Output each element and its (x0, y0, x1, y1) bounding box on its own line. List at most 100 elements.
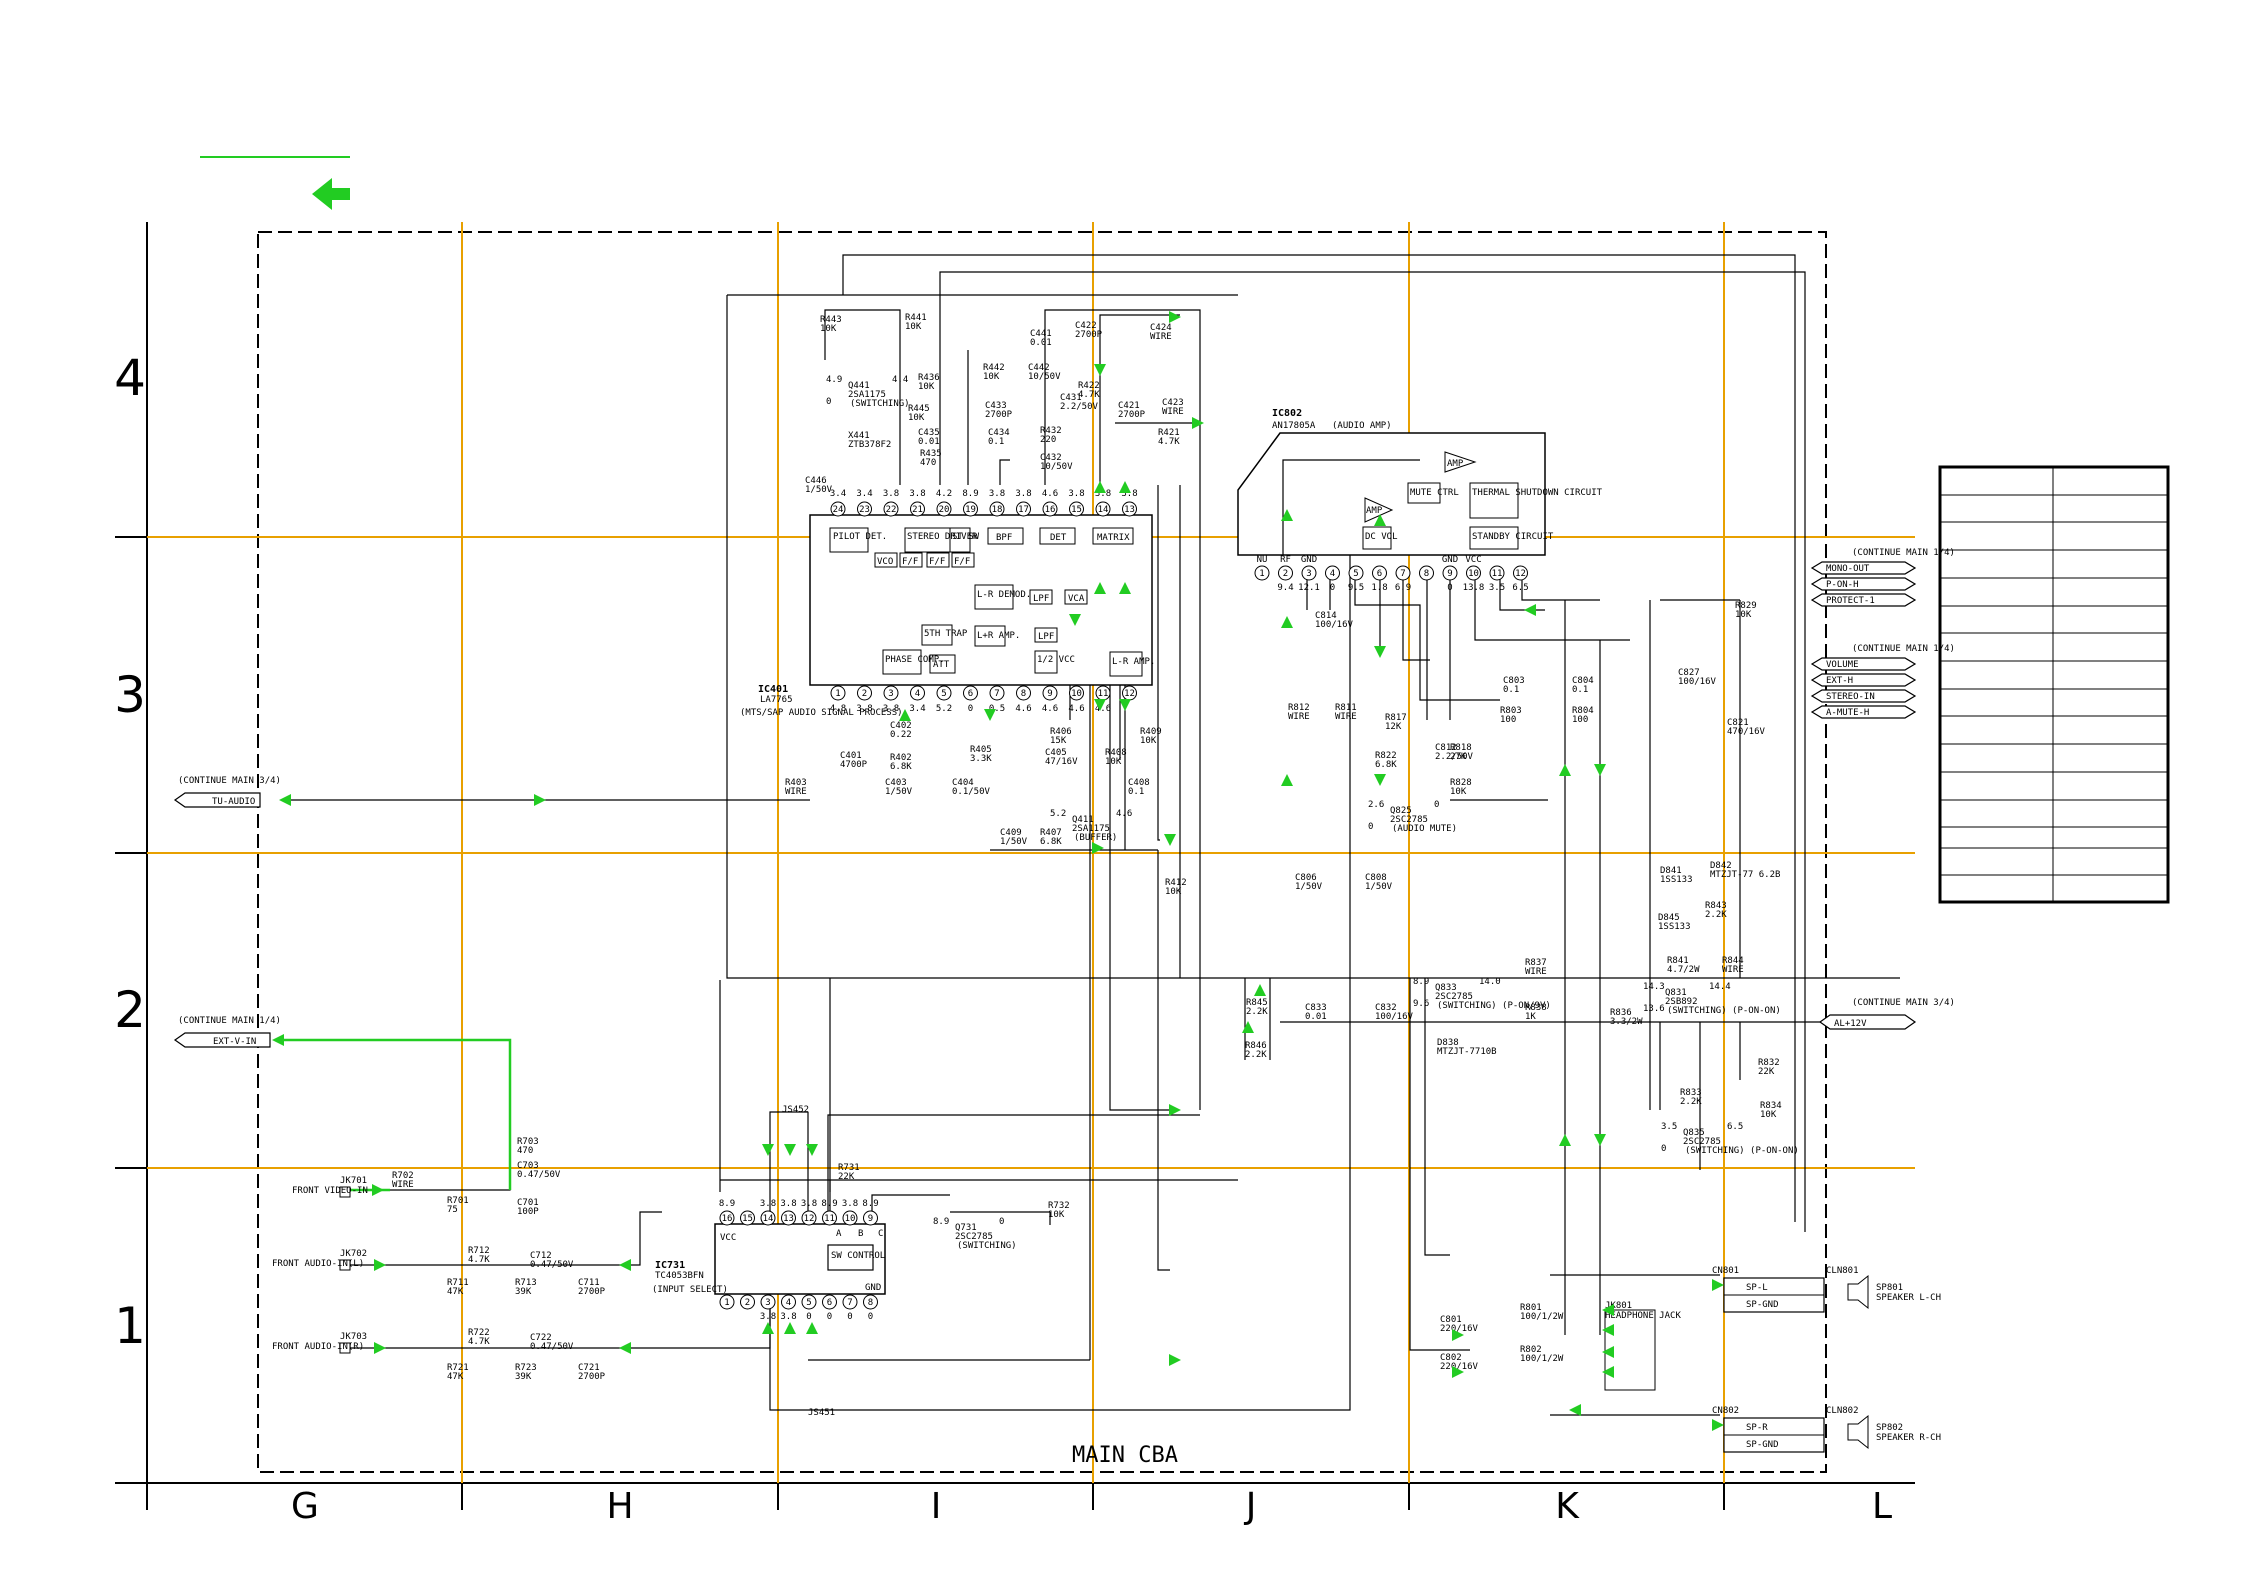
ic-pin (936, 501, 952, 517)
component-value: MTZJT-77 6.2B (1710, 870, 1780, 880)
left-connector-ext-v-in[interactable]: (CONTINUE MAIN 1/4) EXT-V-IN (173, 1016, 281, 1048)
block-label: DC VOL (1365, 532, 1398, 542)
back-arrow-icon[interactable] (312, 178, 350, 210)
component-ref: C408 (1128, 778, 1150, 788)
component-value: 470 (517, 1146, 533, 1156)
ic-pin-number: 3 (888, 689, 893, 699)
cn-ref: CN802 (1712, 1406, 1739, 1416)
component-voltage: 6.5 (1727, 1122, 1743, 1132)
front-input-video[interactable]: JK701 FRONT VIDEO-IN (292, 1176, 368, 1198)
component-ref: R421 (1158, 428, 1180, 438)
connector-signal-label: EXT-V-IN (213, 1037, 256, 1047)
ic-pin (781, 1210, 796, 1226)
ic-pin (883, 685, 899, 701)
grid-col-label: L (1872, 1486, 1892, 1527)
component-ref: C446 (805, 476, 827, 486)
grid-row-label: 1 (114, 1297, 146, 1355)
component-ref: R703 (517, 1137, 539, 1147)
component-value: WIRE (1162, 407, 1184, 417)
connector-signal-label: STEREO-IN (1826, 692, 1875, 702)
component-note: (SWITCHING) (957, 1241, 1017, 1251)
block-label: PHASE COMP. (885, 655, 945, 665)
component-value: 0.01 (918, 437, 940, 447)
component-value: 2.2/50V (1060, 402, 1099, 412)
speaker-left-connector[interactable]: CN801 CLN801 SP-L SP-GND SP801 SPEAKER L… (1712, 1266, 1941, 1313)
component-ref: R818 (1450, 743, 1472, 753)
ic-pin-number: 8 (1021, 689, 1026, 699)
component-value: 4700P (840, 760, 868, 770)
component-value: 1/50V (1365, 882, 1393, 892)
component-ref: R407 (1040, 828, 1062, 838)
pin-voltage: 3.4 (856, 489, 872, 499)
ic-pin (801, 1210, 817, 1226)
component-value: 15K (1050, 736, 1067, 746)
component-ref: R436 (918, 373, 940, 383)
ic-pin-number: 2 (745, 1298, 750, 1308)
pin-voltage: 0 (827, 1312, 832, 1322)
signal-arrow-icon (1712, 1279, 1724, 1291)
grid-col-label: J (1244, 1486, 1257, 1527)
grid-row-label: 2 (114, 981, 146, 1039)
component-value: 10K (1048, 1210, 1065, 1220)
ic-pin-number: 7 (994, 689, 999, 699)
component-voltage: 8.9 (1413, 977, 1429, 987)
ic-pin (883, 501, 899, 517)
component-ref: Q835 (1683, 1128, 1705, 1138)
grid-col-label: G (291, 1486, 319, 1527)
right-connector-group-b[interactable]: (CONTINUE MAIN 1/4)VOLUMEEXT-HSTEREO-INA… (1810, 644, 1955, 719)
component-ref: C803 (1503, 676, 1525, 686)
component-ref: R442 (983, 363, 1005, 373)
component-value: 10K (1140, 736, 1157, 746)
component-value: 220/16V (1440, 1362, 1479, 1372)
component-ref: C804 (1572, 676, 1594, 686)
component-value: 2.2K (1245, 1050, 1267, 1060)
component-value: 100/16V (1315, 620, 1354, 630)
component-value: 10K (908, 413, 925, 423)
component-value: 2.2K (1246, 1007, 1268, 1017)
speaker-right-connector[interactable]: CN802 CLN802 SP-R SP-GND SP802 SPEAKER R… (1712, 1406, 1941, 1453)
component-ref: R812 (1288, 703, 1310, 713)
component-ref: R829 (1735, 601, 1757, 611)
component-value: 100P (517, 1207, 539, 1217)
component-value: 2700P (1118, 410, 1146, 420)
ic-pin (781, 1294, 796, 1310)
pin-voltage: 8.9 (962, 489, 978, 499)
right-connector-al12v[interactable]: (CONTINUE MAIN 3/4) AL+12V (1818, 998, 1955, 1030)
component-ref: R722 (468, 1328, 490, 1338)
component-ref: C806 (1295, 873, 1317, 883)
grid-ticks (115, 536, 1725, 1510)
component-ref: R702 (392, 1171, 414, 1181)
front-input-audio-l[interactable]: JK702 FRONT AUDIO-IN(L) (272, 1249, 367, 1271)
component-ref: C703 (517, 1161, 539, 1171)
front-input-audio-r[interactable]: JK703 FRONT AUDIO-IN(R) (272, 1332, 367, 1354)
component-ref: D838 (1437, 1038, 1459, 1048)
component-value: 22K (1758, 1067, 1775, 1077)
ic-pin-number: 10 (845, 1214, 856, 1224)
right-connector-group-a[interactable]: (CONTINUE MAIN 1/4)MONO-OUTP-ON-HPROTECT… (1810, 548, 1955, 607)
ic-pin (842, 1210, 858, 1226)
component-ref: C821 (1727, 718, 1749, 728)
grid-lines (115, 222, 1915, 1510)
pin-voltage: 0 (968, 704, 973, 714)
headphone-jack[interactable]: JK801 HEADPHONE JACK (1604, 1301, 1681, 1391)
component-value: 1/50V (1295, 882, 1323, 892)
ic-pin (822, 1210, 837, 1226)
signal-arrow-icon (1069, 614, 1081, 626)
left-connector-tu-audio[interactable]: (CONTINUE MAIN 3/4) TU-AUDIO (173, 776, 281, 808)
component-ref: R801 (1520, 1303, 1542, 1313)
component-ref: C405 (1045, 748, 1067, 758)
component-value: 2SC2785 (1435, 992, 1473, 1002)
component-ref: C434 (988, 428, 1010, 438)
